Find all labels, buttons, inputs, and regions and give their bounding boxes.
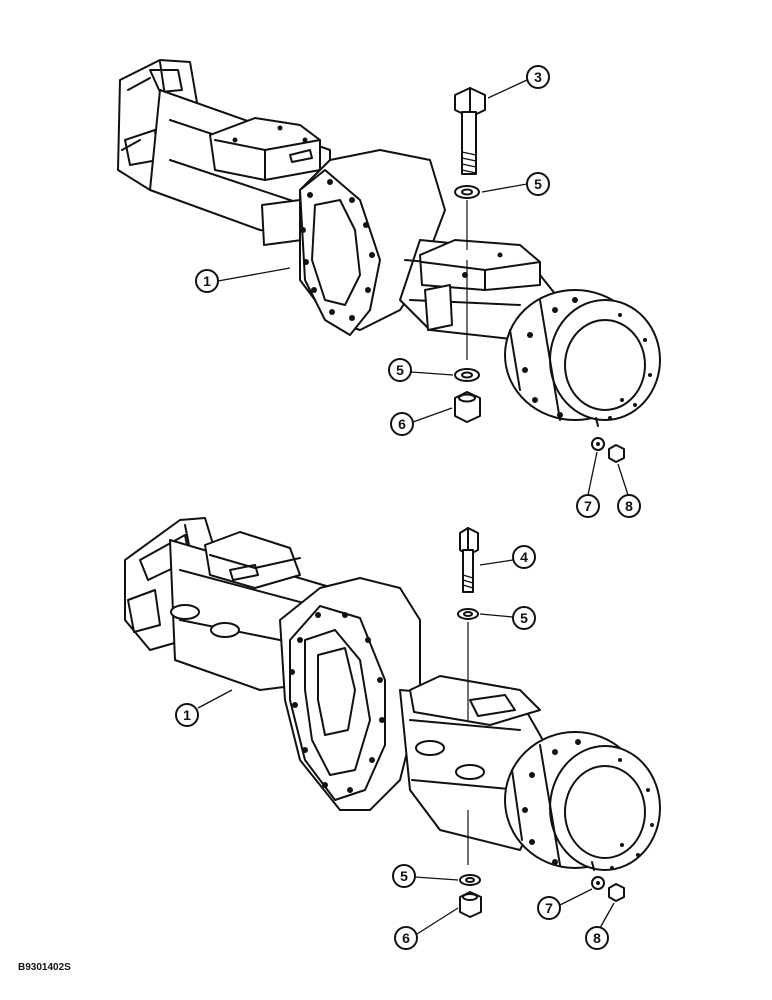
callout-top-washer-upper: 5 [481,172,550,196]
svg-text:4: 4 [520,549,528,565]
callout-top-nut: 6 [390,407,453,436]
svg-text:6: 6 [402,930,410,946]
svg-text:8: 8 [625,498,633,514]
bottom-flange-bolt-holes [289,612,385,793]
bottom-nut-part [459,891,482,918]
reference-code: B9301402S [18,962,71,973]
callout-bottom-housing: 1 [175,689,233,727]
top-axle-assembly [117,59,661,463]
svg-text:7: 7 [545,900,553,916]
bottom-axle-assembly [124,517,661,918]
top-upper-washer-part [454,185,480,199]
bottom-lower-washer-part [459,874,481,886]
callout-bottom-hub-nut: 8 [585,902,615,950]
top-bolt-part [454,87,486,175]
bottom-bolt-part [459,527,479,593]
callout-bottom-nut: 6 [394,907,459,950]
svg-text:8: 8 [593,930,601,946]
top-hub-nut-part [608,444,625,463]
callout-top-bolt: 3 [487,65,550,99]
top-wheel-hub [504,289,661,427]
callout-bottom-bolt: 4 [479,545,536,569]
svg-text:1: 1 [203,273,211,289]
bottom-axle-housing [124,517,661,871]
callout-top-hub-washer: 7 [576,451,600,518]
callout-bottom-washer-upper: 5 [479,606,536,630]
svg-text:5: 5 [396,362,404,378]
top-lower-washer-part [454,368,480,382]
bottom-upper-washer-part [457,608,479,620]
svg-text:6: 6 [398,416,406,432]
callout-top-hub-nut: 8 [617,463,641,518]
svg-text:7: 7 [584,498,592,514]
svg-text:5: 5 [534,176,542,192]
callout-bottom-washer-lower: 5 [392,864,459,888]
top-flange-bolt-holes [300,179,375,321]
top-axle-housing [117,59,661,427]
callout-top-housing: 1 [195,267,291,293]
svg-text:3: 3 [534,69,542,85]
svg-text:5: 5 [400,868,408,884]
bottom-wheel-hub [504,731,661,871]
bottom-hub-nut-part [608,883,625,902]
callout-bottom-hub-washer: 7 [537,888,593,920]
svg-text:1: 1 [183,707,191,723]
svg-text:5: 5 [520,610,528,626]
callout-top-washer-lower: 5 [388,358,454,382]
top-nut-part [454,391,481,423]
